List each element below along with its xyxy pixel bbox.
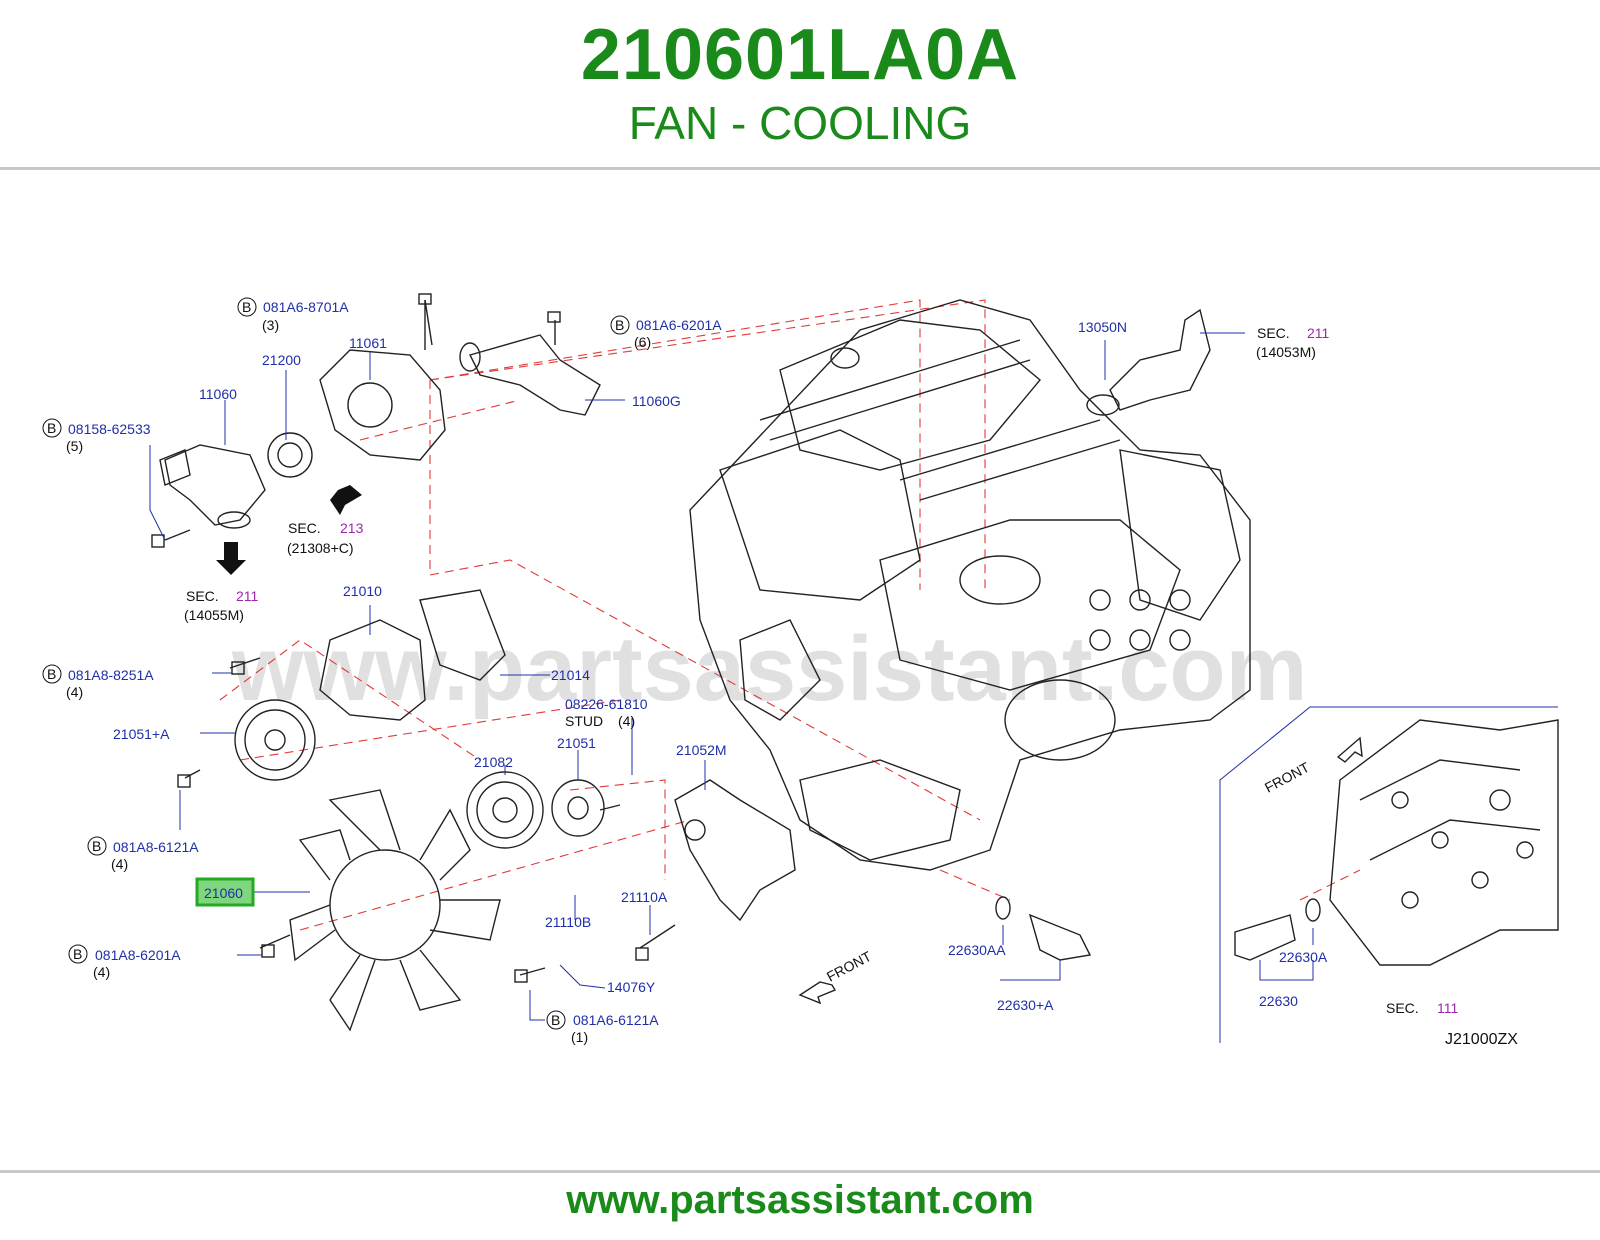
badge-b-08158-62533: B (47, 420, 56, 436)
label-14076Y[interactable]: 14076Y (607, 979, 656, 995)
label-sec-211-b: SEC. (186, 588, 219, 604)
qty-081A8-6201A: (4) (93, 964, 110, 980)
label-22630AA[interactable]: 22630AA (948, 942, 1006, 958)
front-direction-arrow-main (798, 981, 837, 1005)
part-labels[interactable]: 081A6-8701A (3) 081A6-6201A (6) 11061 21… (66, 299, 1518, 1048)
label-21051[interactable]: 21051 (557, 735, 596, 751)
engine-block-illustration (689, 299, 1251, 871)
label-sec-213: SEC. (288, 520, 321, 536)
label-21052M[interactable]: 21052M (676, 742, 727, 758)
label-sec-211-a-num[interactable]: 211 (1307, 325, 1330, 341)
label-11060[interactable]: 11060 (199, 386, 237, 402)
sec213-arrow-icon (330, 485, 362, 515)
label-21051-plus-a[interactable]: 21051+A (113, 726, 170, 742)
diagram-code: J21000ZX (1445, 1031, 1518, 1048)
front-direction-arrow-inset (1336, 736, 1363, 763)
label-081A6-8701A[interactable]: 081A6-8701A (263, 299, 349, 315)
label-081A6-6121A[interactable]: 081A6-6121A (573, 1012, 659, 1028)
badge-b-081A8-8251A: B (47, 666, 56, 682)
label-21200[interactable]: 21200 (262, 352, 301, 368)
cooling-fan-blades (289, 789, 501, 1032)
label-21082[interactable]: 21082 (474, 754, 513, 770)
label-sec-111: SEC. (1386, 1000, 1419, 1016)
bolt-type-badges: B B B B B B B (42, 297, 630, 1030)
label-sec-211-a: SEC. (1257, 325, 1290, 341)
label-22630A[interactable]: 22630A (1279, 949, 1328, 965)
qty-081A6-6201A: (6) (634, 334, 651, 350)
qty-081A6-8701A: (3) (262, 317, 279, 333)
header-divider (0, 167, 1600, 170)
qty-08158-62533: (5) (66, 438, 83, 454)
footer-divider (0, 1170, 1600, 1173)
label-front-inset: FRONT (1262, 759, 1312, 796)
highlight-21060-box (195, 877, 255, 907)
label-081A8-8251A[interactable]: 081A8-8251A (68, 667, 154, 683)
inset-detail-frame (1219, 706, 1559, 1043)
qty-081A8-6121A: (4) (111, 856, 128, 872)
label-13050N[interactable]: 13050N (1078, 319, 1127, 335)
qty-081A6-6121A: (1) (571, 1029, 588, 1045)
qty-081A8-8251A: (4) (66, 684, 83, 700)
label-08158-62533[interactable]: 08158-62533 (68, 421, 151, 437)
label-11061[interactable]: 11061 (349, 335, 387, 351)
label-21060-highlighted[interactable]: 21060 (204, 885, 243, 901)
label-stud: STUD (565, 713, 603, 729)
label-front-main: FRONT (824, 948, 874, 985)
label-21014[interactable]: 21014 (551, 667, 590, 683)
label-11060G[interactable]: 11060G (632, 393, 681, 409)
leader-lines (149, 332, 1314, 1021)
label-081A6-6201A[interactable]: 081A6-6201A (636, 317, 722, 333)
badge-b-081A6-6201A: B (615, 317, 624, 333)
label-081A8-6121A[interactable]: 081A8-6121A (113, 839, 199, 855)
label-08226-61810[interactable]: 08226-61810 (565, 696, 648, 712)
badge-b-081A8-6201A: B (73, 946, 82, 962)
temperature-sensors (995, 896, 1321, 961)
sec211-arrow-icon (216, 542, 246, 575)
label-sec-211-b-ref: (14055M) (184, 607, 244, 623)
label-22630[interactable]: 22630 (1259, 993, 1298, 1009)
bolts-and-fasteners (151, 293, 676, 983)
badge-b-081A6-6121A: B (551, 1012, 560, 1028)
label-sec-211-a-ref: (14053M) (1256, 344, 1316, 360)
label-21110A[interactable]: 21110A (621, 889, 668, 905)
watermark-text: www.partsassistant.com (231, 618, 1307, 720)
label-sec-111-num[interactable]: 111 (1437, 1000, 1458, 1016)
label-081A8-6201A[interactable]: 081A8-6201A (95, 947, 181, 963)
thermostat-housing-parts (159, 300, 1211, 575)
label-sec-211-b-num[interactable]: 211 (236, 588, 259, 604)
part-name-subtitle: FAN - COOLING (628, 97, 972, 149)
label-21110B[interactable]: 21110B (545, 914, 591, 930)
water-pump-and-fan-parts (234, 589, 796, 1032)
label-21010[interactable]: 21010 (343, 583, 382, 599)
footer-url-link[interactable]: www.partsassistant.com (566, 1178, 1034, 1222)
label-sec-213-num[interactable]: 213 (340, 520, 364, 536)
label-22630-plus-a[interactable]: 22630+A (997, 997, 1054, 1013)
badge-b-081A8-6121A: B (92, 838, 101, 854)
badge-b-081A6-8701A: B (242, 299, 251, 315)
qty-08226-61810: (4) (618, 713, 635, 729)
label-sec-213-ref: (21308+C) (287, 540, 354, 556)
part-number-title: 210601LA0A (580, 15, 1020, 95)
